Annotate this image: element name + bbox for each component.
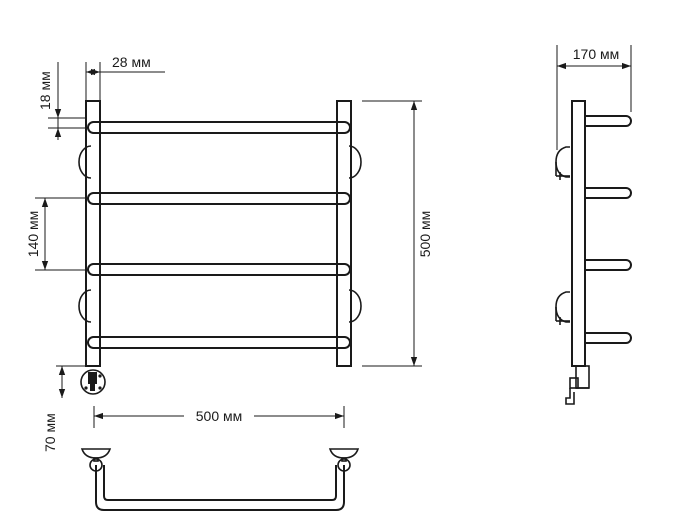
dim-label-bottom-offset: 70 мм [42,413,58,452]
rung-2 [87,192,351,205]
dimension-total-height: 500 мм [362,100,433,367]
top-view-mount-left [80,448,112,472]
side-rung-3 [585,259,632,271]
dim-label-top-offset: 18 мм [37,71,53,110]
dimension-tube-width: 28 мм [85,54,165,101]
top-view [80,448,360,511]
dim-label-depth: 170 мм [573,46,620,62]
top-view-mount-right [328,448,360,472]
front-view: 28 мм 18 мм 140 мм 500 мм [25,54,433,452]
side-post [571,100,586,367]
wall-mount-top-right [348,145,362,179]
side-heater-connector [565,365,590,405]
right-post [336,100,352,367]
dimension-bottom-offset: 70 мм [42,365,86,452]
heater-connector [80,369,106,395]
dim-label-tube-width: 28 мм [112,54,151,70]
dim-label-total-width: 500 мм [196,408,243,424]
dimension-depth: 170 мм [556,45,632,150]
side-view: 170 мм [555,45,632,405]
side-mount-bottom [555,291,570,325]
rung-3 [87,263,351,276]
left-post [85,100,101,367]
rung-1 [87,121,351,134]
side-rung-4 [585,332,632,344]
dimension-top-offset: 18 мм [37,62,88,140]
side-rung-2 [585,187,632,199]
dim-label-total-height: 500 мм [417,211,433,258]
rung-4 [87,336,351,349]
side-mount-top [555,146,570,180]
dimension-bar-spacing: 140 мм [25,197,88,271]
dim-label-bar-spacing: 140 мм [25,211,41,258]
side-rung-1 [585,115,632,127]
wall-mount-bottom-right [348,289,362,323]
dimension-total-width: 500 мм [93,405,345,428]
